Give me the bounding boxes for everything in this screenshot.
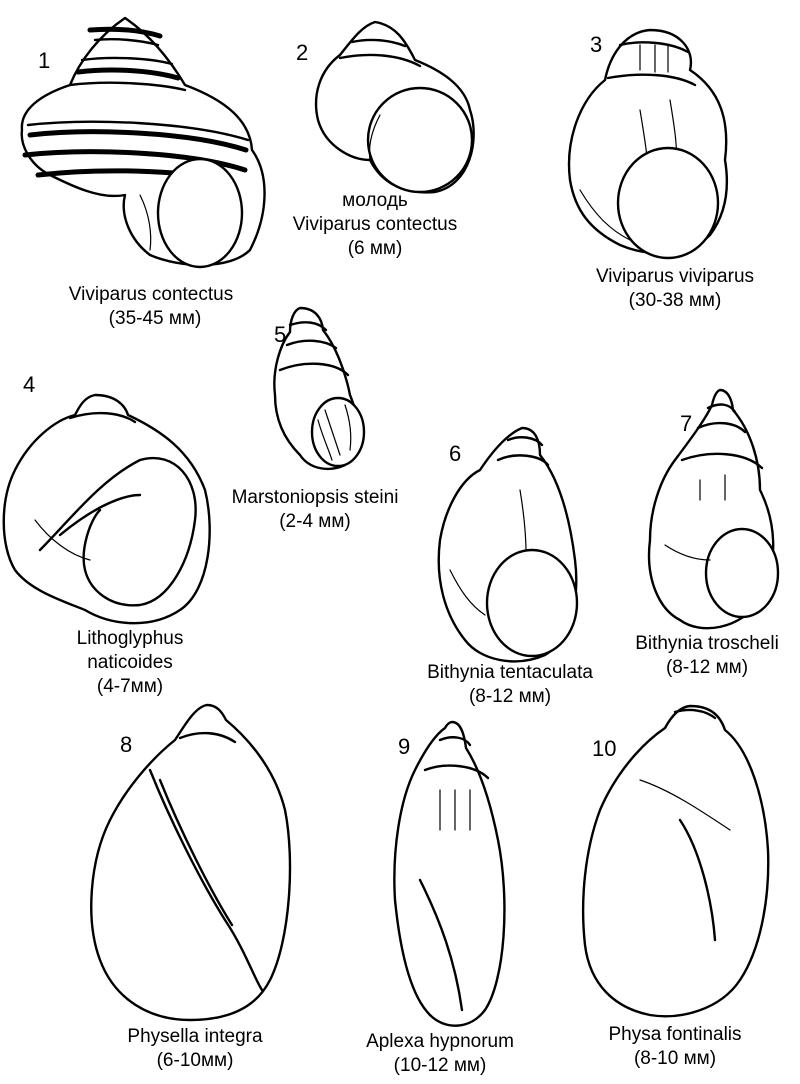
caption-5: Marstoniopsis steini (2-4 мм) (210, 486, 420, 534)
figure-number-9: 9 (398, 734, 411, 759)
caption-2-species: Viviparus contectus (292, 214, 458, 235)
caption-10-size: (8-10 мм) (633, 1048, 717, 1069)
figure-number-2: 2 (296, 40, 309, 65)
caption-4-species: naticoides (87, 652, 173, 673)
shell-drawing-3 (567, 28, 729, 260)
figure-number-8: 8 (120, 732, 133, 757)
shell-drawing-4 (2, 393, 211, 625)
caption-9-size: (10-12 мм) (393, 1055, 487, 1076)
caption-2: молодь Viviparus contectus (6 мм) (260, 189, 490, 261)
caption-2-note: молодь (342, 190, 408, 211)
caption-8-species: Physella integra (127, 1026, 263, 1047)
caption-5-size: (2-4 мм) (279, 511, 351, 532)
caption-2-size: (6 мм) (347, 238, 403, 259)
figure-number-6: 6 (449, 441, 462, 466)
shell-drawing-7 (647, 388, 780, 630)
caption-6-size: (8-12 мм) (468, 686, 552, 707)
figure-number-1: 1 (38, 48, 51, 73)
caption-10: Physa fontinalis (8-10 мм) (575, 1023, 775, 1071)
caption-4-size: (4-7мм) (96, 676, 164, 697)
caption-1-species: Viviparus contectus (68, 284, 234, 305)
caption-7-size: (8-12 мм) (665, 657, 749, 678)
caption-10-species: Physa fontinalis (608, 1024, 742, 1045)
caption-5-species: Marstoniopsis steini (231, 487, 399, 508)
caption-8: Physella integra (6-10мм) (95, 1025, 295, 1073)
caption-6: Bithynia tentaculata (8-12 мм) (400, 661, 620, 709)
caption-3-species: Viviparus viviparus (595, 266, 755, 287)
caption-3-size: (30-38 мм) (628, 290, 722, 311)
caption-4: Lithoglyphus naticoides (4-7мм) (30, 627, 230, 699)
figure-number-7: 7 (680, 411, 693, 436)
caption-3: Viviparus viviparus (30-38 мм) (560, 265, 790, 313)
shell-drawing-1 (20, 16, 266, 269)
caption-6-species: Bithynia tentaculata (427, 662, 593, 683)
shell-drawing-5 (273, 306, 366, 471)
figure-number-5: 5 (274, 322, 287, 347)
figure-number-10: 10 (592, 736, 617, 761)
caption-1-size: (35-45 мм) (108, 308, 202, 329)
shell-drawing-2 (314, 20, 475, 194)
caption-7-species: Bithynia troscheli (635, 633, 779, 654)
caption-4-genus: Lithoglyphus (76, 628, 184, 649)
caption-7: Bithynia troscheli (8-12 мм) (618, 632, 796, 680)
shell-drawing-9 (393, 720, 506, 1027)
figure-number-4: 4 (23, 372, 36, 397)
caption-9: Aplexa hypnorum (10-12 мм) (340, 1030, 540, 1078)
caption-1: Viviparus contectus (35-45 мм) (16, 283, 286, 331)
caption-9-species: Aplexa hypnorum (366, 1031, 514, 1052)
figure-number-3: 3 (590, 32, 603, 57)
caption-8-size: (6-10мм) (156, 1050, 234, 1071)
